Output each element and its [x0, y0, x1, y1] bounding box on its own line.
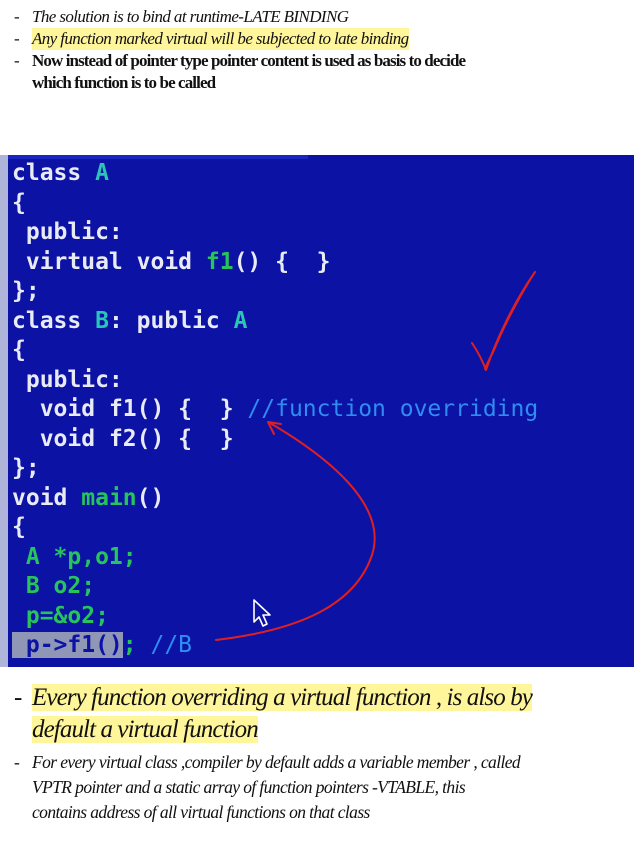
code-comment: //function overriding [247, 396, 539, 422]
code-line-8: public: [12, 366, 123, 393]
code-keyword: class [12, 307, 96, 334]
code-keyword: void [12, 484, 82, 511]
bullet-text: Every function overriding a virtual func… [32, 682, 533, 746]
code-function-name: main [81, 484, 137, 511]
code-line-15: B o2; [12, 573, 96, 599]
code-line-1: class A [12, 160, 109, 186]
arrow-head-icon [267, 421, 282, 435]
code-keyword: virtual void [12, 248, 206, 275]
bullet-dash: - [14, 7, 20, 26]
code-line-16: p=&o2; [12, 602, 109, 629]
code-listing: class A { public: virtual void f1() { } … [12, 159, 538, 661]
mouse-pointer-icon [253, 599, 271, 627]
code-class-name: A [233, 307, 248, 334]
bullet-text-line-1: For every virtual class ,compiler by def… [32, 752, 521, 772]
bullet-dash: - [14, 752, 20, 772]
code-keyword: class [12, 160, 96, 186]
bullet-late-binding: - The solution is to bind at runtime-LAT… [14, 6, 634, 28]
code-line-9: void f1() { } //function overriding [12, 396, 539, 422]
bullet-dash: - [14, 684, 22, 711]
bullet-text: For every virtual class ,compiler by def… [32, 750, 521, 825]
code-line-7: { [12, 337, 26, 363]
bullet-virtual-marked: - Any function marked virtual will be su… [14, 28, 634, 50]
code-punct: ; [122, 632, 151, 658]
code-line-5: }; [12, 278, 40, 304]
code-function-name: f1 [108, 396, 137, 422]
code-line-13: { [12, 514, 26, 540]
code-keyword: void [12, 425, 109, 452]
code-line-17: p->f1(); //B [12, 632, 192, 658]
bullet-vptr-vtable: - For every virtual class ,compiler by d… [14, 750, 634, 825]
bullet-pointer-content: - Now instead of pointer type pointer co… [14, 50, 634, 94]
code-line-10: void f2() { } [12, 426, 234, 452]
code-punct: () { } [136, 396, 248, 422]
bullet-text-line-1: Every function overriding a virtual func… [32, 684, 533, 711]
code-punct: () { } [136, 425, 234, 452]
bullet-text: Now instead of pointer type pointer cont… [32, 50, 466, 94]
code-keyword: void [12, 396, 109, 422]
bottom-bullet-list: - Every function overriding a virtual fu… [14, 682, 634, 825]
checkmark-annotation [471, 271, 536, 371]
code-line-12: void main() [12, 485, 164, 511]
code-line-14: A *p,o1; [12, 543, 137, 570]
window-left-border [0, 155, 8, 667]
bullet-overriding-virtual: - Every function overriding a virtual fu… [14, 682, 634, 746]
code-keyword: : public [108, 307, 234, 334]
code-line-4: virtual void f1() { } [12, 249, 331, 275]
code-line-11: }; [12, 455, 40, 481]
bullet-text-line-1: Now instead of pointer type pointer cont… [32, 51, 466, 70]
code-punct: () [136, 484, 165, 511]
code-selection[interactable]: p->f1() [12, 632, 123, 658]
bullet-text-line-2: default a virtual function [32, 716, 259, 743]
code-line-2: { [12, 189, 26, 216]
code-line-3: public: [12, 219, 123, 245]
bullet-text-highlighted: Any function marked virtual will be subj… [32, 28, 409, 50]
bullet-dash: - [14, 29, 20, 48]
top-bullet-list: - The solution is to bind at runtime-LAT… [14, 6, 634, 94]
code-line-6: class B: public A [12, 308, 247, 334]
bullet-text-line-2: which function is to be called [32, 73, 216, 92]
code-punct: () { } [233, 248, 331, 275]
code-class-name: A [95, 160, 109, 186]
arrow-annotation [215, 422, 376, 641]
code-screenshot: class A { public: virtual void f1() { } … [0, 155, 634, 667]
bullet-text: The solution is to bind at runtime-LATE … [32, 7, 349, 26]
window-top-strip [8, 155, 308, 159]
code-class-name: B [95, 307, 109, 334]
code-comment: //B [150, 632, 193, 658]
bullet-text-line-3: contains address of all virtual function… [32, 802, 370, 822]
code-function-name: f2 [108, 425, 137, 452]
code-function-name: f1 [205, 248, 234, 275]
bullet-dash: - [14, 51, 20, 70]
bullet-text-line-2: VPTR pointer and a static array of funct… [32, 777, 466, 797]
